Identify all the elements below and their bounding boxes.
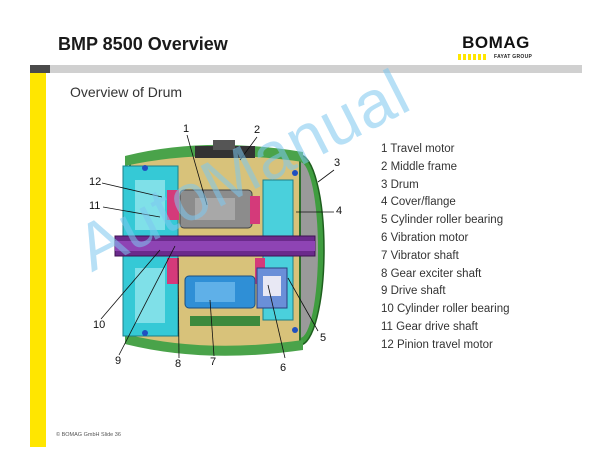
callout-3: 3	[334, 157, 341, 169]
legend-item-pinion-travel-motor: 12 Pinion travel motor	[381, 338, 493, 351]
slide-title: BMP 8500 Overview	[58, 34, 228, 54]
callout-1: 1	[183, 123, 190, 135]
legend-item-drum: 3 Drum	[381, 178, 419, 191]
legend-item-gear-exciter-shaft: 8 Gear exciter shaft	[381, 267, 482, 280]
slide-footer: © BOMAG GmbH Slide 36	[56, 432, 121, 438]
legend-item-cylinder-roller-bearing-2: 10 Cylinder roller bearing	[381, 303, 510, 316]
callout-5: 5	[320, 332, 327, 344]
legend-item-cylinder-roller-bearing: 5 Cylinder roller bearing	[381, 214, 504, 227]
slide-subtitle: Overview of Drum	[70, 84, 183, 100]
header-divider-accent	[30, 65, 50, 73]
logo-tagline: FAYAT GROUP	[494, 54, 533, 60]
callout-11: 11	[89, 200, 101, 212]
logo-wordmark: BOMAG	[462, 33, 530, 52]
callout-7: 7	[210, 356, 217, 368]
callout-6: 6	[280, 362, 287, 374]
legend-item-gear-drive-shaft: 11 Gear drive shaft	[381, 320, 478, 333]
callout-4: 4	[336, 205, 343, 217]
callout-10: 10	[93, 319, 106, 331]
bomag-logo: BOMAG FAYAT GROUP	[458, 33, 538, 63]
legend-item-travel-motor: 1 Travel motor	[381, 143, 455, 155]
callout-8: 8	[175, 358, 182, 370]
legend-item-vibration-motor: 6 Vibration motor	[381, 231, 469, 244]
legend-item-vibrator-shaft: 7 Vibrator shaft	[381, 249, 459, 262]
header-divider	[30, 65, 582, 73]
legend-item-cover-flange: 4 Cover/flange	[381, 196, 456, 209]
left-accent-bar	[30, 73, 46, 447]
callout-9: 9	[115, 355, 122, 367]
legend-item-middle-frame: 2 Middle frame	[381, 160, 458, 173]
legend-item-drive-shaft: 9 Drive shaft	[381, 285, 446, 298]
logo-stripes-icon	[458, 54, 486, 60]
callout-12: 12	[89, 176, 102, 188]
parts-legend: 1 Travel motor 2 Middle frame 3 Drum 4 C…	[381, 141, 509, 355]
callout-2: 2	[254, 124, 261, 136]
